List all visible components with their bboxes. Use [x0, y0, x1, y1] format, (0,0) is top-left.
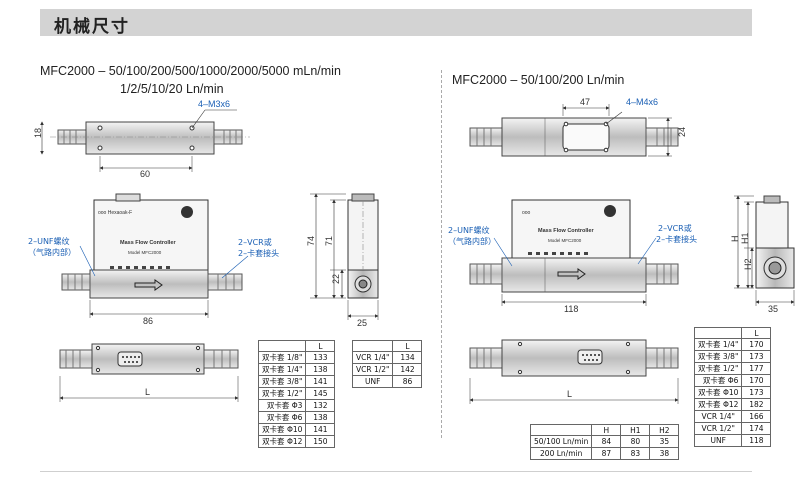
dim-118: 118 [564, 304, 578, 314]
dim-35: 35 [768, 304, 778, 314]
column-divider [441, 70, 442, 438]
right-bottom-view [469, 339, 679, 404]
dim-H1: H1 [740, 232, 750, 244]
right-table-fittings: L 双卡套 1/4"170 双卡套 3/8"173 双卡套 1/2"177 双卡… [693, 327, 772, 447]
table-row: VCR 1/2"142 [351, 363, 423, 376]
left-bottom-view [59, 343, 239, 402]
left-device-label: Mass Flow Controller [120, 240, 176, 246]
right-front-view [469, 199, 679, 306]
table-row: 双卡套 1/4"170 [693, 338, 772, 351]
m3-callout: 4–M3x6 [198, 99, 230, 109]
right-top-view [469, 104, 679, 157]
right-device-model: Model MFC2000 [548, 238, 582, 243]
m4-callout: 4–M4x6 [626, 97, 658, 107]
left-device-brand: ooo Hexaoak-F [98, 210, 132, 216]
left-top-view [40, 109, 250, 172]
table-row: 双卡套 3/8"141 [257, 375, 336, 388]
right-unf-note: 2–UNF螺纹 [448, 225, 490, 235]
section-header: 机械尺寸 [40, 9, 752, 37]
right-device-brand: ooo [522, 210, 531, 216]
right-device-label: Mass Flow Controller [538, 228, 594, 234]
left-table-fittings: L 双卡套 1/8"133 双卡套 1/4"138 双卡套 3/8"141 双卡… [257, 340, 336, 448]
table-row: VCR 1/2"174 [693, 422, 772, 435]
dim-86: 86 [143, 316, 153, 326]
dim-L-left: L [145, 387, 150, 397]
table-row: VCR 1/4"134 [351, 351, 423, 364]
dim-74: 74 [306, 236, 316, 246]
dim-H2: H2 [743, 258, 753, 270]
dim-L-right: L [567, 389, 572, 399]
table-row: 双卡套 1/2"177 [693, 362, 772, 375]
dim-60: 60 [140, 169, 150, 179]
right-side-view [734, 195, 795, 306]
dim-18: 18 [33, 128, 43, 138]
right-vcr-note2: 2–卡套接头 [656, 234, 697, 244]
right-unf-note2: （气路内部） [448, 236, 496, 246]
left-vcr-note2: 2–卡套接头 [238, 248, 279, 258]
left-model-title: MFC2000 – 50/100/200/500/1000/2000/5000 … [40, 64, 341, 78]
left-model-subtitle: 1/2/5/10/20 Ln/min [120, 82, 224, 96]
left-side-view [310, 193, 379, 320]
table-row: 双卡套 1/8"133 [257, 351, 336, 364]
dim-22: 22 [331, 274, 341, 284]
bottom-rule [40, 471, 752, 472]
left-front-view [61, 193, 249, 318]
dim-25: 25 [357, 318, 367, 328]
dim-71: 71 [324, 236, 334, 246]
right-vcr-note: 2–VCR或 [658, 223, 692, 233]
right-model-title: MFC2000 – 50/100/200 Ln/min [452, 73, 625, 87]
table-row: 双卡套 1/4"138 [257, 363, 336, 376]
dim-24: 24 [677, 127, 687, 137]
left-device-model: Model MFC2000 [128, 250, 162, 255]
left-unf-note2: （气路内部） [28, 247, 76, 257]
table-row: 双卡套 1/2"145 [257, 387, 336, 400]
left-vcr-note: 2–VCR或 [238, 237, 272, 247]
dim-47: 47 [580, 97, 590, 107]
left-unf-note: 2–UNF螺纹 [28, 236, 70, 246]
table-row: 双卡套 3/8"173 [693, 350, 772, 363]
dim-H: H [730, 236, 740, 243]
table-row: VCR 1/4"166 [693, 410, 772, 423]
section-title: 机械尺寸 [54, 17, 130, 37]
